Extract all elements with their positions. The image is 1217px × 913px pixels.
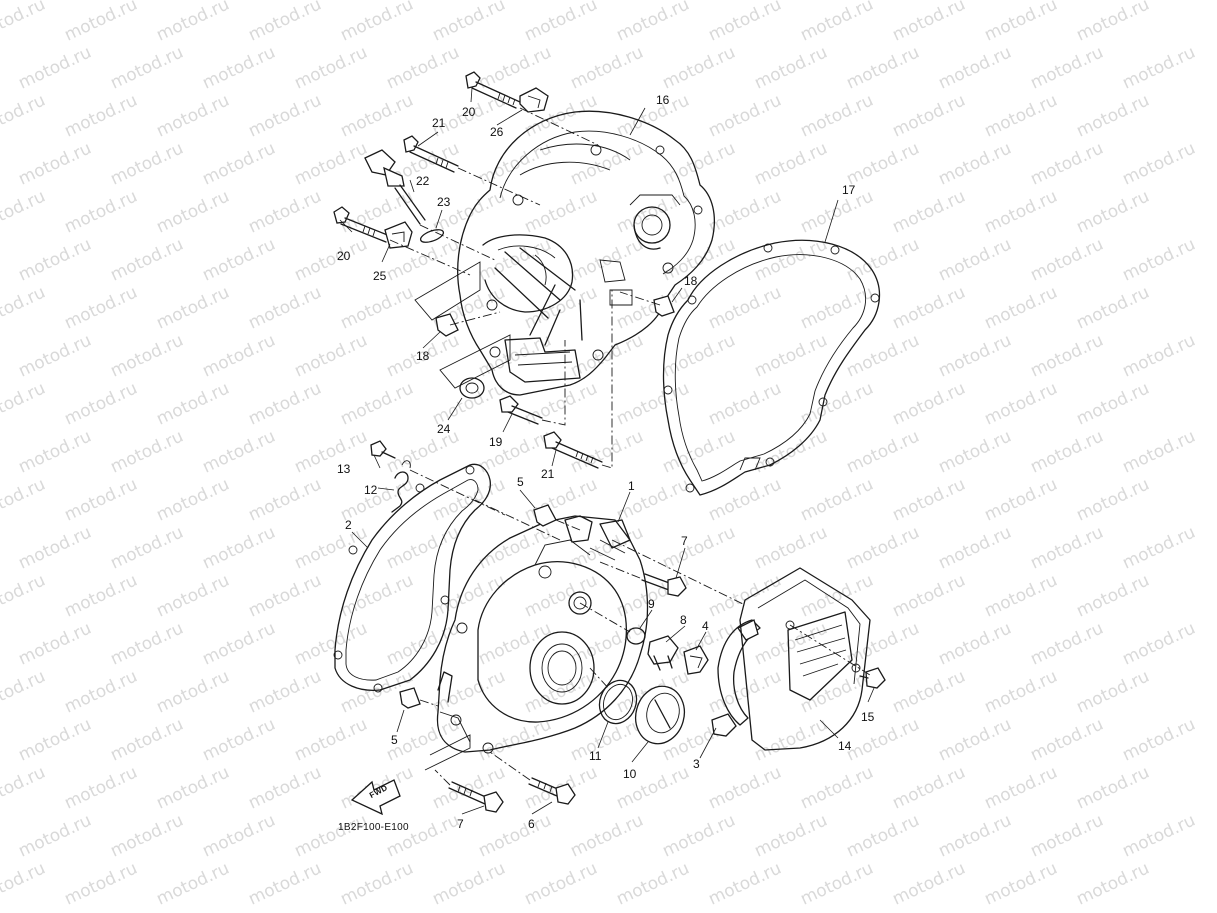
- dowel-5: [399, 504, 557, 709]
- callout-12: 12: [364, 483, 378, 497]
- callout-20-top: 20: [462, 105, 476, 119]
- callout-3: 3: [693, 757, 700, 771]
- callout-6: 6: [528, 817, 535, 831]
- bolt-20-left: [333, 206, 391, 243]
- oil-seal-24: [459, 377, 485, 399]
- crankcase-cover-1: [436, 515, 649, 754]
- grommet-26: [519, 87, 549, 113]
- leader-lines: [339, 87, 875, 815]
- cover-14: [739, 567, 871, 751]
- assembly-lines-upper: [389, 107, 661, 469]
- dowel-18: [435, 295, 675, 337]
- bolt-7-upper: [641, 573, 687, 597]
- callout-23: 23: [437, 195, 451, 209]
- callout-25: 25: [373, 269, 387, 283]
- callout-16: 16: [656, 93, 670, 107]
- bolt-21-bottom: [543, 431, 603, 469]
- callout-20-left: 20: [337, 249, 351, 263]
- assembly-lines-lower: [409, 469, 871, 786]
- callout-5-top: 5: [517, 475, 524, 489]
- callout-18-right: 18: [684, 274, 698, 288]
- spring-12: [391, 460, 411, 513]
- callout-8: 8: [680, 613, 687, 627]
- callout-22: 22: [416, 174, 430, 188]
- screw-13: [370, 440, 396, 459]
- callout-5-bottom: 5: [391, 733, 398, 747]
- callout-1: 1: [628, 479, 635, 493]
- callout-7-right: 7: [681, 534, 688, 548]
- drawing-code: 1B2F100-E100: [338, 822, 409, 833]
- callout-24: 24: [437, 422, 451, 436]
- callout-21-bottom: 21: [541, 467, 555, 481]
- o-ring-11: [598, 679, 638, 725]
- bolt-21-top: [403, 135, 459, 173]
- callout-7-bottom: 7: [457, 817, 464, 831]
- plug-8: [647, 635, 679, 671]
- callout-9: 9: [648, 597, 655, 611]
- bolt-20-top: [465, 71, 521, 109]
- bolt-6: [528, 777, 576, 805]
- dipstick-22: [364, 149, 426, 225]
- callout-26: 26: [490, 125, 504, 139]
- gasket-17: [662, 239, 881, 496]
- fwd-arrow-icon: [350, 779, 401, 816]
- clip-4: [683, 645, 709, 675]
- clamp-25: [384, 221, 413, 249]
- cap-10: [634, 685, 686, 745]
- callout-10: 10: [623, 767, 637, 781]
- callout-15: 15: [861, 710, 875, 724]
- guide-3: [711, 619, 761, 737]
- gasket-2: [333, 463, 491, 693]
- o-ring-23: [419, 229, 445, 243]
- crankcase-cover-16: [457, 110, 715, 396]
- bolt-19: [499, 395, 543, 425]
- callout-13: 13: [337, 462, 351, 476]
- callout-14: 14: [838, 739, 852, 753]
- callout-18-left: 18: [416, 349, 430, 363]
- callout-19: 19: [489, 435, 503, 449]
- callout-2: 2: [345, 518, 352, 532]
- o-ring-9: [626, 627, 646, 645]
- callout-17: 17: [842, 183, 856, 197]
- callout-4: 4: [702, 619, 709, 633]
- callout-21-top: 21: [432, 116, 446, 130]
- bolt-7-lower: [448, 781, 504, 813]
- screw-15: [859, 667, 886, 689]
- callout-11: 11: [589, 749, 602, 763]
